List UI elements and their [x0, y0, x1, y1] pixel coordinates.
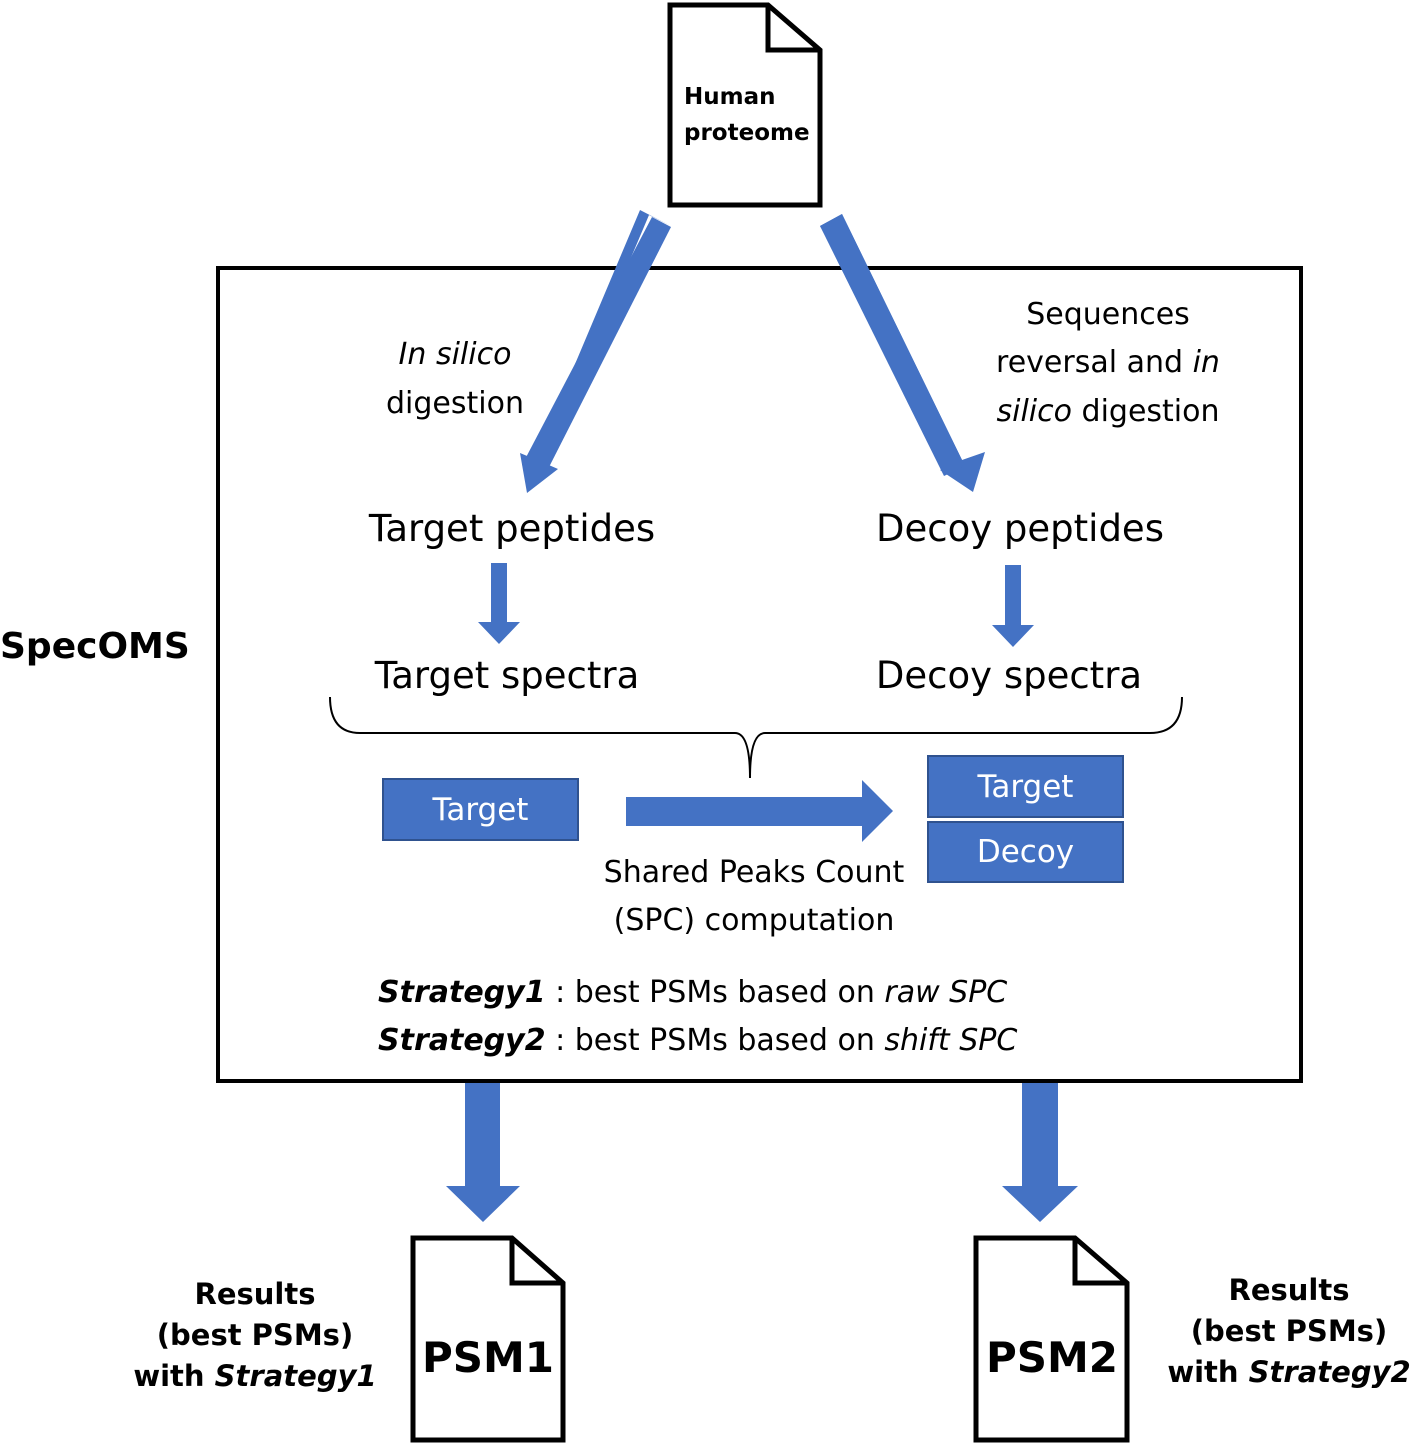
target-peptides-label: Target peptides — [368, 507, 656, 550]
human-proteome-document-icon — [667, 2, 823, 208]
psm2-results-line2: (best PSMs) — [1190, 1314, 1388, 1348]
target-spectra-label: Target spectra — [374, 654, 640, 697]
digestion-text: digestion — [1071, 394, 1220, 429]
curly-brace — [329, 696, 1183, 779]
decoy-spectra-label: Decoy spectra — [875, 654, 1143, 697]
psm1-document-fold — [509, 1238, 563, 1286]
human-proteome-document-fold — [765, 5, 820, 53]
silico-digestion-label: silico digestion — [997, 394, 1220, 430]
psm2-results-line3: with Strategy2 — [1167, 1352, 1410, 1393]
reversal-label: reversal and in — [996, 345, 1220, 381]
strategy1-emphasis: raw SPC — [884, 975, 1008, 1010]
strategy2-line: Strategy2 : best PSMs based on shift SPC — [378, 1023, 1017, 1059]
box-target-left — [382, 778, 579, 841]
strategy2-text: : best PSMs based on — [545, 1023, 885, 1058]
psm1-results-label: Results (best PSMs) with Strategy1 — [133, 1274, 376, 1397]
arrow-to-psm1 — [446, 1083, 520, 1222]
psm2-with-text: with — [1167, 1355, 1249, 1389]
in-text: in — [1192, 345, 1220, 380]
psm1-results-line1: Results — [194, 1277, 316, 1311]
human-proteome-label-line1: Human — [684, 84, 776, 110]
box-target-right-text: Target — [977, 768, 1074, 805]
specoms-label: SpecOMS — [0, 626, 190, 667]
psm2-label: PSM2 — [985, 1333, 1119, 1382]
spc-label-line2: (SPC) computation — [613, 903, 895, 938]
silico-text: silico — [996, 394, 1072, 429]
psm2-results-line1: Results — [1228, 1273, 1350, 1307]
psm1-with-text: with — [133, 1359, 215, 1393]
box-target-right — [927, 755, 1124, 818]
arrow-sequences-reversal-shaft — [820, 214, 965, 476]
digestion-label: digestion — [386, 386, 524, 421]
reversal-text: reversal and — [996, 345, 1193, 380]
psm1-document-icon — [410, 1235, 566, 1443]
strategy1-name: Strategy1 — [378, 975, 546, 1010]
psm1-label: PSM1 — [421, 1333, 555, 1382]
in-silico-label: In silico — [398, 337, 512, 372]
sequences-label: Sequences — [1026, 297, 1190, 332]
psm2-strategy-text: Strategy2 — [1248, 1355, 1411, 1389]
strategy2-name: Strategy2 — [378, 1023, 546, 1058]
psm1-results-line2: (best PSMs) — [156, 1318, 354, 1352]
specoms-box — [216, 266, 1303, 1083]
psm2-results-label: Results (best PSMs) with Strategy2 — [1167, 1270, 1410, 1393]
strategy2-emphasis: shift SPC — [884, 1023, 1018, 1058]
arrow-to-psm2 — [1002, 1083, 1078, 1222]
box-target-left-text: Target — [432, 791, 529, 828]
arrow-spc-computation — [626, 780, 893, 842]
psm2-document-icon — [973, 1235, 1130, 1443]
human-proteome-label-line2: proteome — [684, 120, 810, 146]
strategy1-line: Strategy1 : best PSMs based on raw SPC — [378, 975, 1007, 1011]
spc-label-line1: Shared Peaks Count — [603, 855, 905, 890]
arrow-in-silico-digestion-shaft — [522, 217, 671, 475]
box-decoy-right-text: Decoy — [976, 834, 1075, 870]
psm1-strategy-text: Strategy1 — [214, 1359, 377, 1393]
strategy1-text: : best PSMs based on — [545, 975, 885, 1010]
arrow-decoy-peptides-to-spectra — [992, 565, 1034, 647]
psm2-document-fold — [1072, 1238, 1127, 1286]
arrow-target-peptides-to-spectra — [478, 563, 520, 644]
decoy-peptides-label: Decoy peptides — [876, 507, 1164, 550]
box-decoy-right — [927, 821, 1124, 883]
psm1-results-line3: with Strategy1 — [133, 1356, 376, 1397]
